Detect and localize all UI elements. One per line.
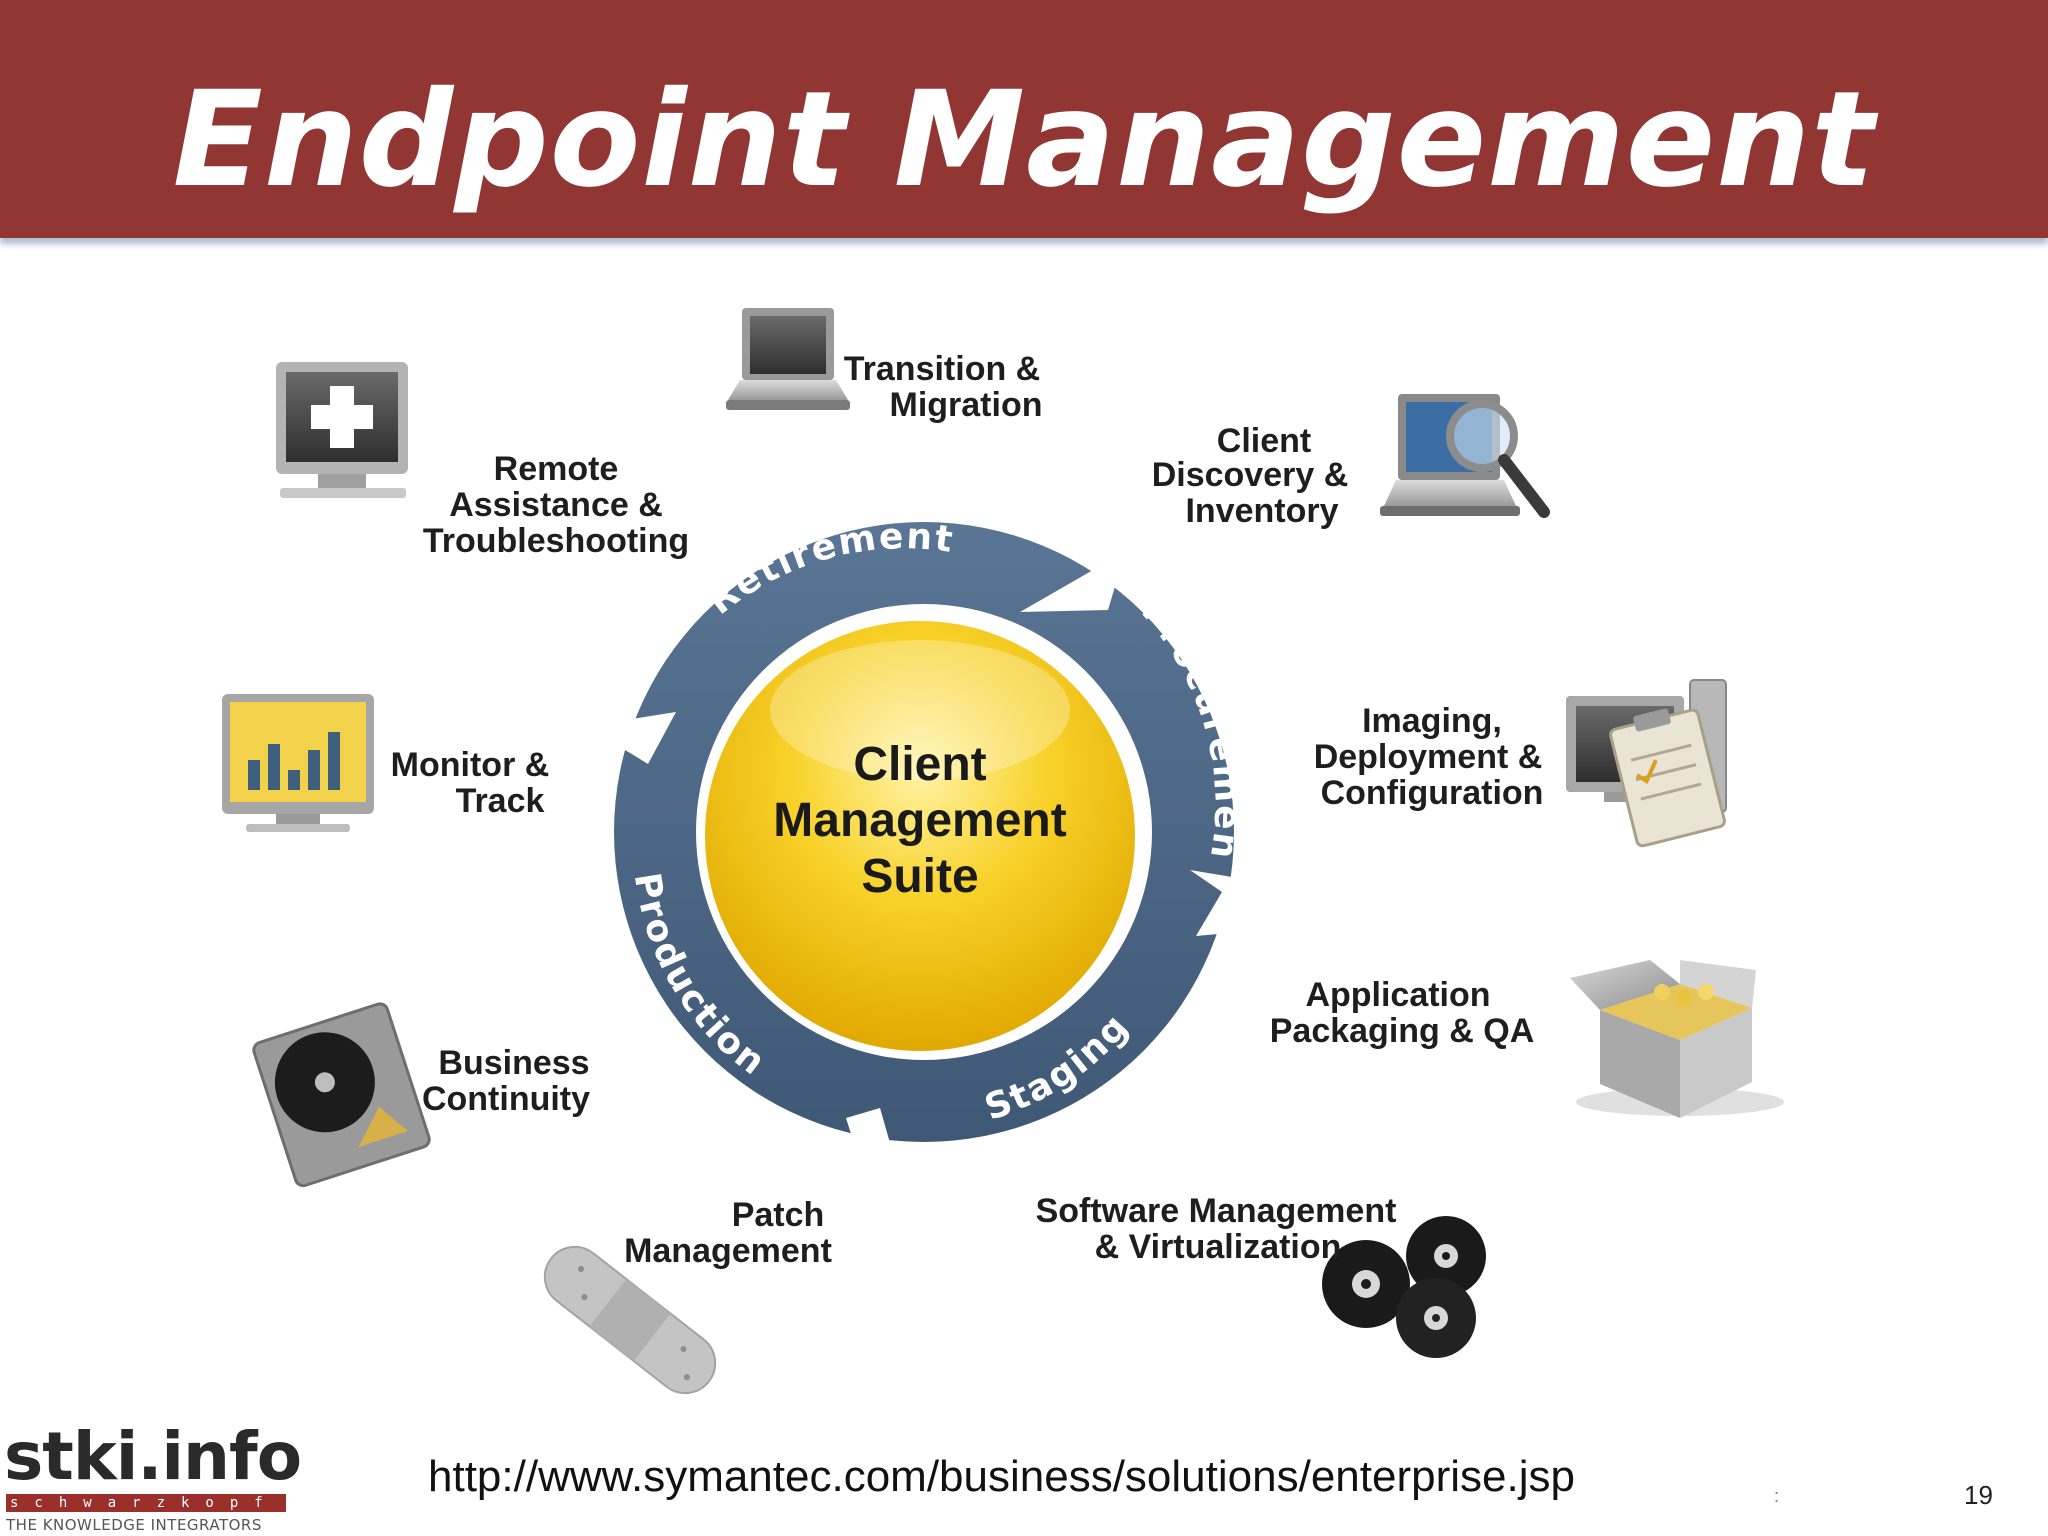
laptop-magnifier-icon (1380, 394, 1550, 518)
ring-notch (846, 1108, 892, 1156)
logo-bar: schwarzkopf (6, 1494, 286, 1512)
monitor-label-2: Track (456, 782, 545, 820)
chart-monitor-icon (222, 694, 374, 832)
laptop-icon (726, 308, 850, 410)
imaging-label-1: Imaging, (1362, 702, 1502, 740)
discovery-label-2: Discovery & (1152, 456, 1349, 494)
hard-drive-icon (252, 1002, 431, 1188)
center-highlight (770, 640, 1070, 780)
remote-label-3: Troubleshooting (423, 522, 689, 560)
imaging-label-3: Configuration (1321, 774, 1544, 812)
logo-wordmark: stki.info (4, 1418, 302, 1495)
transition-label-1: Transition & (844, 350, 1040, 388)
center-circle (699, 615, 1141, 1057)
discovery-label-1: Client (1217, 422, 1311, 460)
continuity-label-2: Continuity (422, 1080, 590, 1118)
center-line-1: Client (853, 738, 986, 791)
center-line-3: Suite (861, 850, 978, 903)
software-label-2: & Virtualization (1095, 1228, 1342, 1266)
transition-label-2: Migration (890, 386, 1043, 424)
imaging-label-2: Deployment & (1314, 738, 1543, 776)
stki-logo: stki.info schwarzkopf THE KNOWLEDGE INTE… (4, 1424, 302, 1536)
patch-label-1: Patch (732, 1196, 825, 1234)
monitor-plus-icon (276, 362, 408, 498)
software-label-1: Software Management (1036, 1192, 1397, 1230)
discovery-label-3: Inventory (1185, 492, 1338, 530)
page-title: Endpoint Management (172, 63, 1876, 217)
discs-icon (1322, 1216, 1486, 1358)
bandage-icon (543, 1245, 717, 1395)
remote-label-1: Remote (494, 450, 619, 488)
source-url: http://www.symantec.com/business/solutio… (428, 1452, 1575, 1501)
packaging-label-1: Application (1305, 976, 1490, 1014)
packaging-label-2: Packaging & QA (1270, 1012, 1535, 1050)
title-bar: Endpoint Management (0, 0, 2048, 238)
ring-notch (612, 712, 676, 764)
remote-label-2: Assistance & (449, 486, 663, 524)
ring-notch (1020, 532, 1130, 612)
footer-tick: : (1774, 1486, 1780, 1506)
open-box-icon (1570, 960, 1784, 1118)
ring-notch (1190, 870, 1250, 936)
page-number: 19 (1964, 1480, 1993, 1510)
continuity-label-1: Business (438, 1044, 589, 1082)
computer-clipboard-icon (1566, 679, 1727, 848)
patch-label-2: Management (624, 1232, 832, 1270)
center-line-2: Management (773, 794, 1066, 847)
logo-tagline: THE KNOWLEDGE INTEGRATORS (6, 1516, 262, 1534)
monitor-label-1: Monitor & (391, 746, 550, 784)
